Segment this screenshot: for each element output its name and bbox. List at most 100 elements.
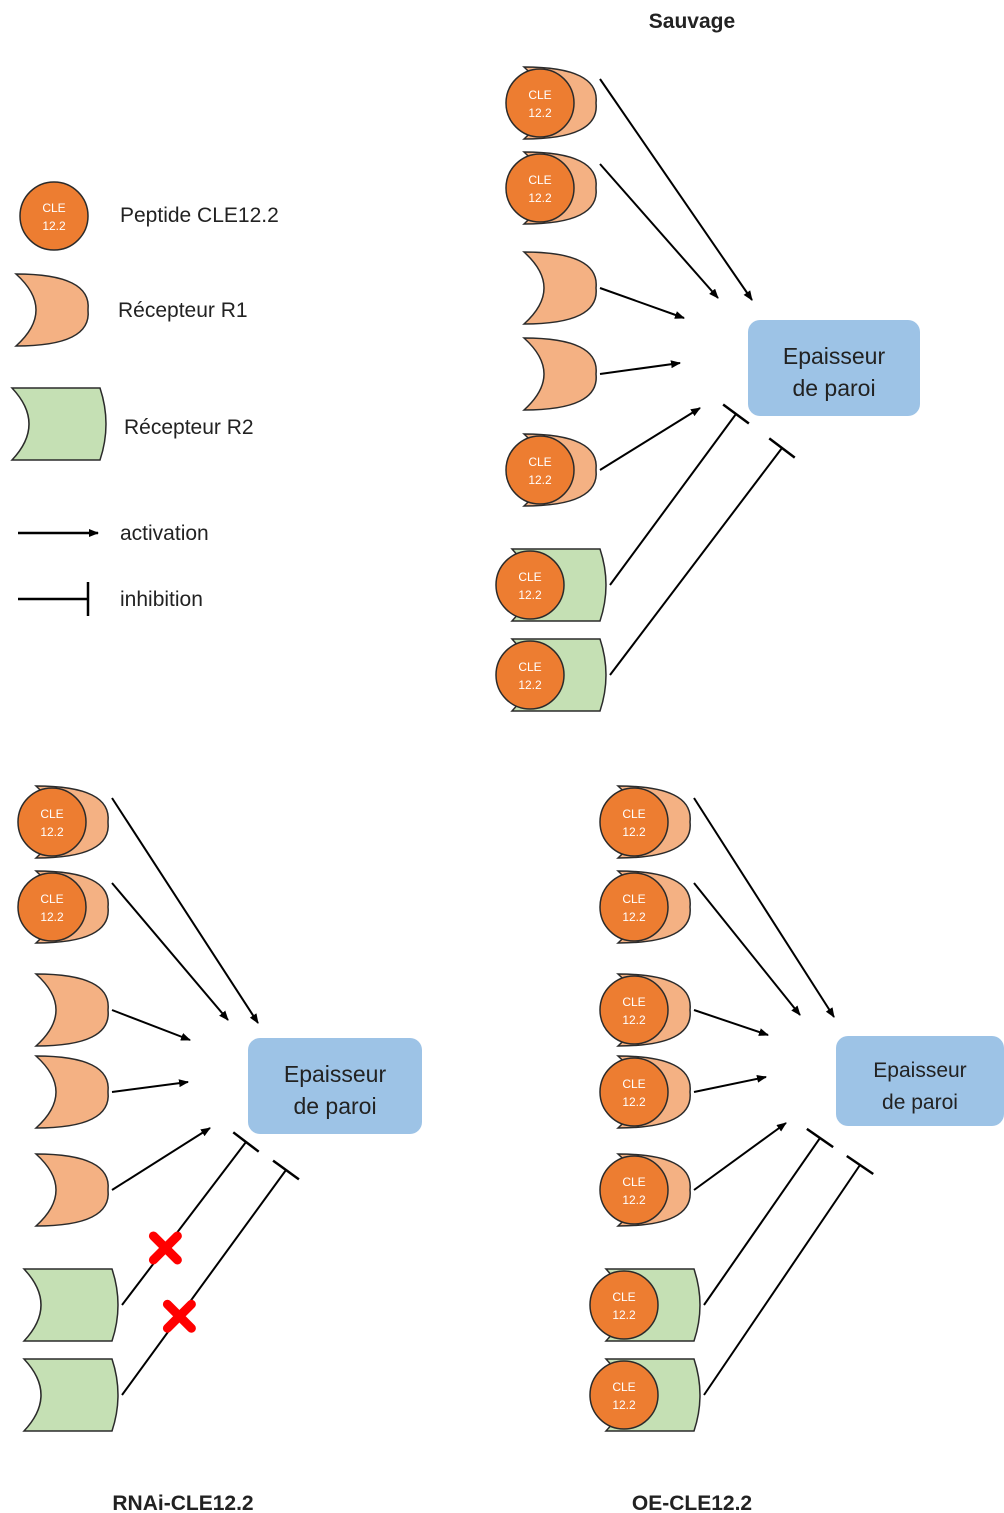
legend-inhibition-symbol bbox=[18, 582, 90, 616]
receptor-r2: CLE 12.2 bbox=[589, 1268, 701, 1342]
receptor-r1: CLE 12.2 bbox=[599, 1055, 691, 1129]
peptide-label-line1: CLE bbox=[622, 995, 645, 1009]
cle12-peptide-bound: CLE 12.2 bbox=[599, 787, 669, 857]
cle12-peptide-bound: CLE 12.2 bbox=[505, 153, 575, 223]
cle12-peptide-bound: CLE12.2 bbox=[589, 1360, 659, 1430]
receptor-r1 bbox=[34, 1055, 109, 1129]
receptor-r2: CLE 12.2 bbox=[495, 548, 607, 622]
legend-peptide: CLE12.2 bbox=[19, 181, 89, 251]
peptide-label-line1: CLE bbox=[518, 570, 541, 584]
cle12-peptide-bound: CLE12.2 bbox=[599, 975, 669, 1045]
peptide-label-line1: CLE bbox=[40, 892, 63, 906]
activation-arrow bbox=[693, 1009, 769, 1036]
activation-arrow bbox=[599, 163, 719, 299]
peptide-label-line1: CLE bbox=[622, 807, 645, 821]
blocked-cross-icon bbox=[162, 1299, 196, 1333]
inhibition-line bbox=[121, 1131, 260, 1306]
cle12-peptide-bound: CLE 12.2 bbox=[17, 872, 87, 942]
peptide-label-line1: CLE bbox=[528, 455, 551, 469]
peptide-label-line2: 12.2 bbox=[518, 678, 542, 692]
activation-arrow bbox=[111, 882, 229, 1021]
legend-r1-symbol bbox=[14, 273, 89, 347]
legend-inhibition-label: inhibition bbox=[120, 588, 203, 611]
cle12-peptide-bound: CLE 12.2 bbox=[599, 872, 669, 942]
peptide-label-line2: 12.2 bbox=[612, 1308, 636, 1322]
receptor-r1 bbox=[34, 973, 109, 1047]
legend-r2-label: Récepteur R2 bbox=[124, 416, 254, 439]
inhibition-line bbox=[121, 1159, 300, 1396]
target-label-line2: de paroi bbox=[792, 375, 875, 401]
target-label-line2: de paroi bbox=[293, 1093, 376, 1119]
legend-peptide-symbol: CLE12.2 bbox=[19, 181, 89, 251]
peptide-label-line2: 12.2 bbox=[528, 473, 552, 487]
peptide-label-line2: 12.2 bbox=[42, 219, 66, 233]
peptide-label-line2: 12.2 bbox=[622, 1193, 646, 1207]
inhibition-line bbox=[703, 1154, 874, 1396]
peptide-label-line2: 12.2 bbox=[528, 191, 552, 205]
legend-r1-label: Récepteur R1 bbox=[118, 299, 248, 322]
receptor-r1 bbox=[522, 337, 597, 411]
peptide-label-line1: CLE bbox=[612, 1380, 635, 1394]
activation-arrow bbox=[693, 1074, 767, 1093]
receptor-r1: CLE 12.2 bbox=[505, 151, 597, 225]
activation-arrow bbox=[111, 1079, 189, 1093]
panel-title-sauvage: Sauvage bbox=[649, 10, 735, 33]
cle12-peptide-bound: CLE 12.2 bbox=[505, 68, 575, 138]
activation-arrow bbox=[599, 287, 685, 319]
peptide-label-line1: CLE bbox=[528, 88, 551, 102]
receptor-r1 bbox=[522, 251, 597, 325]
peptide-label-line2: 12.2 bbox=[528, 106, 552, 120]
cle12-peptide-bound: CLE 12.2 bbox=[599, 1057, 669, 1127]
activation-arrow bbox=[599, 360, 681, 375]
peptide-label-line1: CLE bbox=[612, 1290, 635, 1304]
peptide-label-line2: 12.2 bbox=[622, 1095, 646, 1109]
peptide-label-line2: 12.2 bbox=[622, 825, 646, 839]
peptide-label-line2: 12.2 bbox=[518, 588, 542, 602]
activation-arrow bbox=[111, 1009, 191, 1041]
inhibition-line bbox=[703, 1127, 834, 1306]
receptor-r1: CLE12.2 bbox=[17, 785, 109, 859]
activation-arrow bbox=[693, 797, 835, 1018]
receptor-r2 bbox=[22, 1358, 119, 1432]
receptor-r1: CLE 12.2 bbox=[599, 785, 691, 859]
cle12-peptide-bound: CLE12.2 bbox=[599, 1155, 669, 1225]
receptor-r1: CLE 12.2 bbox=[599, 870, 691, 944]
inhibition-line bbox=[609, 437, 796, 676]
peptide-label-line2: 12.2 bbox=[40, 910, 64, 924]
peptide-label-line2: 12.2 bbox=[40, 825, 64, 839]
panel-title-oe: OE-CLE12.2 bbox=[632, 1492, 752, 1513]
target-label-line1: Epaisseur bbox=[873, 1059, 966, 1082]
target-label-line1: Epaisseur bbox=[783, 343, 886, 369]
panel-title-rnai: RNAi-CLE12.2 bbox=[112, 1492, 253, 1513]
peptide-label-line1: CLE bbox=[622, 1077, 645, 1091]
receptor-r1: CLE 12.2 bbox=[505, 66, 597, 140]
cle12-peptide-bound: CLE 12.2 bbox=[589, 1270, 659, 1340]
cle12-peptide-bound: CLE12.2 bbox=[17, 787, 87, 857]
receptor-r1: CLE12.2 bbox=[599, 973, 691, 1047]
inhibition-line bbox=[609, 403, 750, 586]
peptide-label-line1: CLE bbox=[518, 660, 541, 674]
peptide-label-line1: CLE bbox=[622, 892, 645, 906]
legend-r2-symbol bbox=[10, 387, 107, 461]
activation-arrow bbox=[693, 1122, 787, 1191]
receptor-r1: CLE 12.2 bbox=[505, 433, 597, 507]
target-label-line1: Epaisseur bbox=[284, 1061, 387, 1087]
wall-thickness-target: Epaisseur de paroi bbox=[748, 320, 920, 416]
peptide-label-line1: CLE bbox=[528, 173, 551, 187]
cle12-peptide-bound: CLE 12.2 bbox=[495, 640, 565, 710]
cle12-peptide-bound: CLE 12.2 bbox=[495, 550, 565, 620]
peptide-label-line2: 12.2 bbox=[622, 910, 646, 924]
activation-arrow bbox=[599, 78, 753, 301]
blocked-cross-icon bbox=[148, 1231, 182, 1265]
receptor-r2 bbox=[22, 1268, 119, 1342]
activation-arrow bbox=[693, 882, 801, 1016]
cle12-peptide-bound: CLE 12.2 bbox=[505, 435, 575, 505]
activation-arrow bbox=[111, 1127, 211, 1191]
legend-activation-label: activation bbox=[120, 522, 209, 545]
receptor-r1: CLE12.2 bbox=[599, 1153, 691, 1227]
